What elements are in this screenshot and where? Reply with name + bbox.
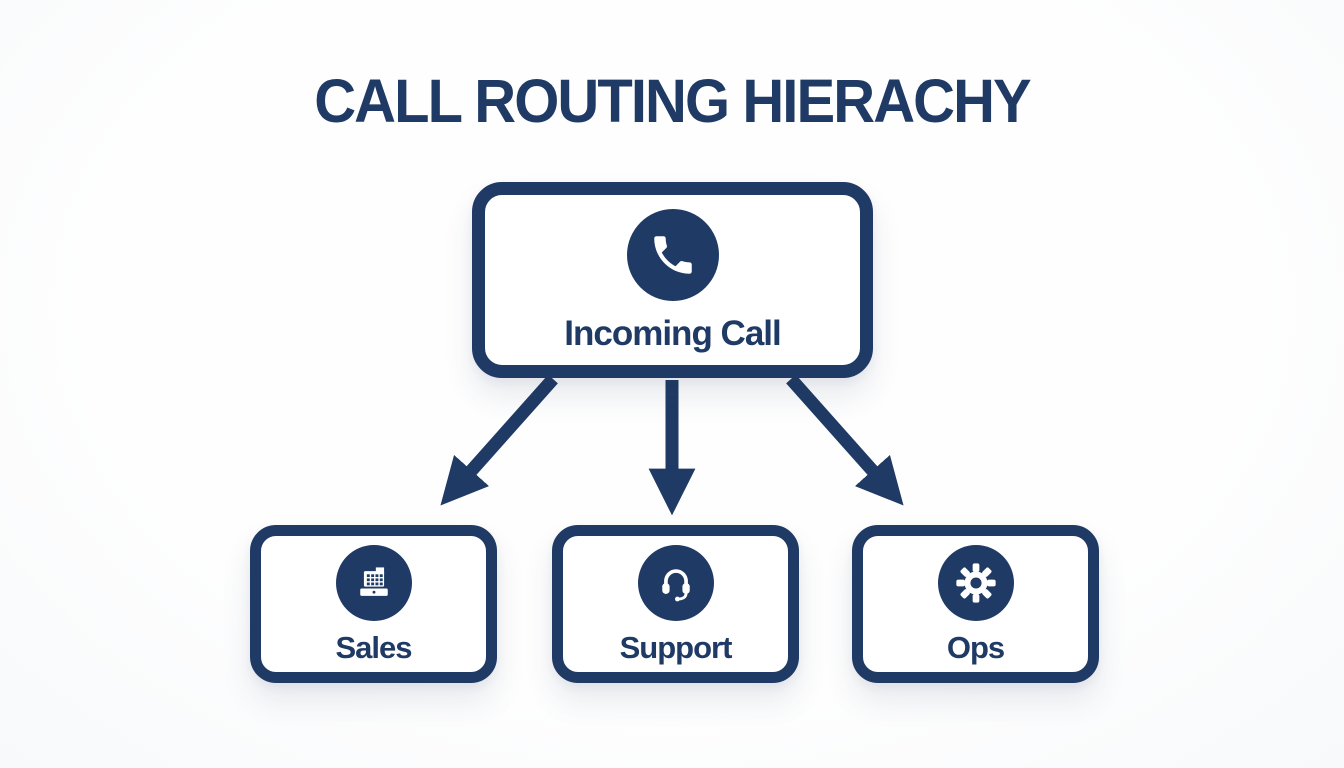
gear-icon xyxy=(937,545,1014,621)
node-ops: Ops xyxy=(852,525,1099,683)
node-label-incoming-call: Incoming Call xyxy=(564,314,781,353)
arrow-to-sales xyxy=(440,374,558,506)
node-incoming-call: Incoming Call xyxy=(472,182,873,378)
node-label-sales: Sales xyxy=(335,630,412,665)
node-sales: Sales xyxy=(250,525,497,683)
diagram-title: CALL ROUTING HIERACHY xyxy=(314,67,1032,135)
node-label-ops: Ops xyxy=(946,630,1005,665)
arrow-to-ops xyxy=(786,374,904,506)
node-support: Support xyxy=(552,525,799,683)
node-label-support: Support xyxy=(619,630,733,665)
cash-register-icon xyxy=(335,545,412,621)
phone-icon xyxy=(626,209,719,301)
headset-icon xyxy=(637,545,714,621)
